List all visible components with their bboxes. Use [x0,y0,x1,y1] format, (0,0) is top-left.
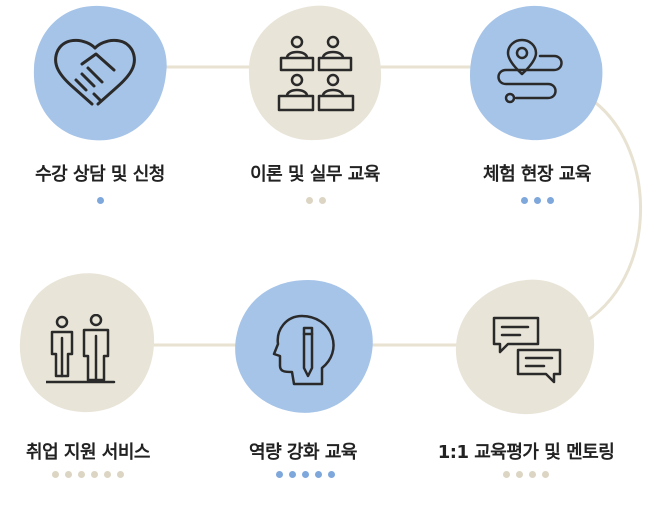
step-5-dots [235,471,375,478]
step-3-blob [470,5,603,141]
progress-dot [503,471,510,478]
step-3-label: 체험 현장 교육 [483,164,591,185]
step-5-label: 역량 강화 교육 [249,442,357,463]
step-2-dots [246,197,386,204]
progress-dot [104,471,111,478]
progress-dot [516,471,523,478]
progress-dot [520,197,528,204]
progress-dot [314,471,322,478]
step-3-dots [467,197,607,204]
progress-dot [327,471,335,478]
step-6-dots [18,471,158,478]
progress-dot [91,471,98,478]
two-people-icon [46,314,116,384]
chat-bubbles-icon [492,316,562,384]
handshake-icon [54,38,136,106]
step-6-label: 취업 지원 서비스 [26,442,150,463]
progress-dot [546,197,554,204]
step-2-blob [248,5,382,141]
progress-dot [52,471,59,478]
progress-dot [96,197,104,204]
progress-dot [65,471,72,478]
step-2-label: 이론 및 실무 교육 [250,164,380,185]
route-icon [497,38,563,104]
progress-dot [542,471,549,478]
progress-dot [306,197,313,204]
step-6-blob [19,273,155,413]
progress-dot [301,471,309,478]
step-1-label: 수강 상담 및 신청 [35,164,165,185]
step-4-label: 1:1 교육평가 및 멘토링 [437,442,615,463]
progress-dot [319,197,326,204]
progress-dot [533,197,541,204]
progress-dot [288,471,296,478]
progress-dot [78,471,85,478]
step-1-blob [33,5,167,141]
progress-dot [117,471,124,478]
step-4-dots [456,471,596,478]
head-pencil-icon [272,314,335,386]
progress-dot [529,471,536,478]
progress-dot [275,471,283,478]
step-4-blob [455,279,595,415]
classroom-icon [277,35,355,112]
step-1-dots [30,197,170,204]
